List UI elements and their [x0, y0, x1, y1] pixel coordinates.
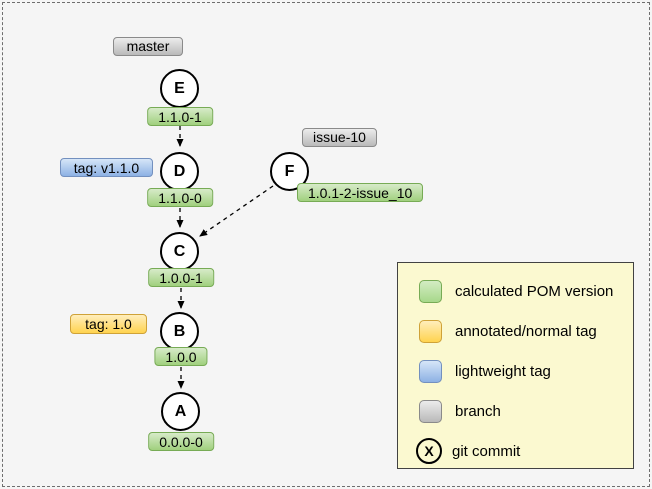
commit-node-b: B	[160, 312, 199, 351]
commit-node-c: C	[160, 232, 199, 271]
pom-version-label-c: 1.0.0-1	[148, 268, 214, 287]
green-swatch-icon	[419, 279, 442, 303]
pom-version-label-d: 1.1.0-0	[147, 188, 213, 207]
legend-row-annotated-tag: annotated/normal tag	[398, 311, 633, 351]
branch-label-issue-10: issue-10	[302, 128, 377, 147]
legend-box: calculated POM version annotated/normal …	[397, 262, 634, 469]
commit-node-d: D	[160, 152, 199, 191]
blue-swatch-icon	[419, 359, 442, 383]
legend-label: lightweight tag	[455, 362, 551, 380]
annotated-tag-label: tag: 1.0	[70, 314, 147, 334]
lightweight-tag-label: tag: v1.1.0	[60, 158, 153, 177]
branch-label-master: master	[113, 37, 183, 56]
gray-swatch-icon	[419, 399, 442, 423]
pom-version-label-a: 0.0.0-0	[148, 432, 214, 451]
commit-node-f: F	[270, 152, 309, 191]
legend-label: git commit	[452, 442, 521, 460]
legend-row-branch: branch	[398, 391, 633, 431]
legend-row-lightweight-tag: lightweight tag	[398, 351, 633, 391]
legend-row-pom-version: calculated POM version	[398, 271, 633, 311]
legend-label: annotated/normal tag	[455, 322, 597, 340]
pom-version-label-b: 1.0.0	[154, 347, 208, 366]
commit-node-a: A	[161, 392, 200, 431]
yellow-swatch-icon	[419, 319, 442, 343]
pom-version-label-f: 1.0.1-2-issue_10	[297, 183, 424, 202]
commit-node-e: E	[160, 69, 199, 108]
legend-row-git-commit: X git commit	[398, 431, 633, 471]
legend-label: branch	[455, 402, 501, 420]
legend-label: calculated POM version	[455, 282, 614, 300]
pom-version-label-e: 1.1.0-1	[147, 107, 213, 126]
commit-circle-icon: X	[416, 438, 442, 464]
